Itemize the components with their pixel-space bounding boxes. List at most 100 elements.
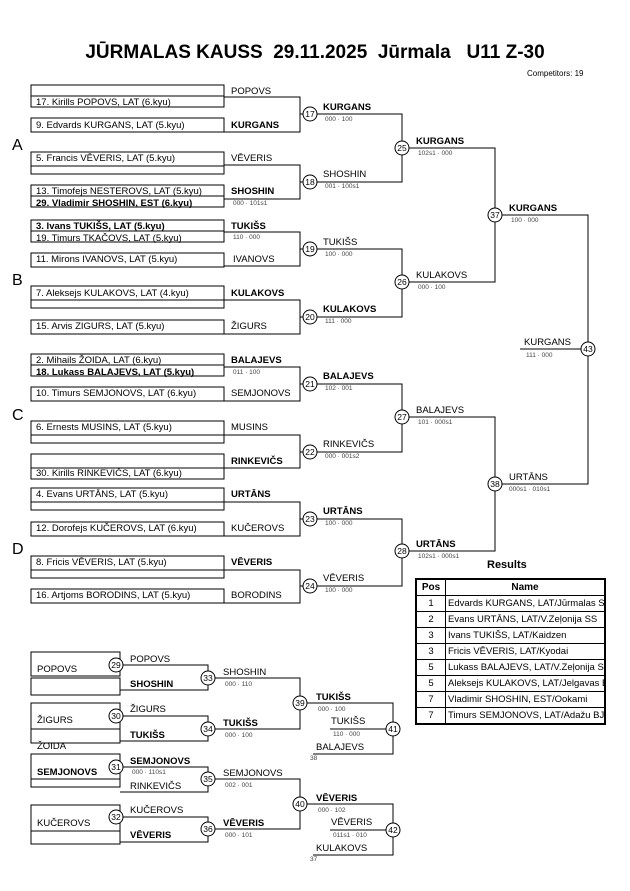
match-score: 000 · 001s2 [325, 453, 360, 460]
match-score: 110 · 000 [333, 731, 360, 738]
svg-text:31: 31 [111, 762, 121, 772]
match-41-marker: 41 [385, 721, 401, 737]
rep-name: ŽOIDA [37, 741, 67, 752]
round2-name: SHOSHIN [323, 169, 367, 180]
match-score: 102 · 001 [325, 385, 353, 392]
rep-name: SEMJONOVS [37, 767, 98, 778]
rep-name: VĒVERIS [316, 793, 358, 804]
match-score: 000 · 100 [225, 732, 253, 739]
round1-name: KURGANS [231, 120, 280, 131]
svg-text:42: 42 [388, 825, 398, 835]
rep-name: KUČEROVS [37, 818, 91, 829]
entry: 6. Ernests MUSINS, LAT (5.kyu) [36, 422, 172, 433]
match-37-marker: 37 [487, 207, 503, 223]
bronze-bottom-name: KULAKOVS [316, 843, 368, 854]
match-19-marker: 19 [302, 241, 318, 257]
pool-a-label: A [12, 137, 23, 154]
entry: 29. Vladimir SHOSHIN, EST (6.kyu) [36, 198, 193, 209]
match-32-marker: 32 [108, 809, 124, 825]
svg-text:29: 29 [111, 660, 121, 670]
round1-name: URTĀNS [231, 489, 271, 500]
svg-text:38: 38 [490, 479, 500, 489]
match-score: 100 · 000 [325, 520, 353, 527]
pool-b-label: B [12, 272, 23, 289]
match-34-marker: 34 [200, 721, 216, 737]
svg-text:40: 40 [295, 799, 305, 809]
rep-name: SHOSHIN [223, 667, 267, 678]
final-winner-name: KURGANS [524, 337, 571, 348]
rep-name: ŽIGURS [37, 715, 73, 726]
round1-name: IVANOVS [233, 254, 275, 265]
match-43-marker: 43 [580, 341, 596, 357]
round1-name: KULAKOVS [231, 288, 285, 299]
round1-name: POPOVS [231, 86, 272, 97]
svg-text:23: 23 [305, 514, 315, 524]
entry: 15. Arvis ZIGURS, LAT (5.kyu) [36, 321, 165, 332]
svg-text:17: 17 [305, 109, 315, 119]
competitor-count: Competitors: 19 [527, 69, 584, 78]
match-score: 100 · 000 [325, 587, 353, 594]
results-name: Timurs SEMJONOVS, LAT/Adažu BJSS [445, 707, 606, 725]
svg-text:18: 18 [305, 177, 315, 187]
entry: 10. Timurs SEMJONOVS, LAT (6.kyu) [36, 388, 197, 399]
svg-text:30: 30 [111, 711, 121, 721]
pool-d-label: D [12, 541, 24, 558]
svg-text:24: 24 [305, 581, 315, 591]
loser-ref: 38 [310, 755, 318, 762]
match-18-marker: 18 [302, 174, 318, 190]
match-20-marker: 20 [302, 309, 318, 325]
match-number-markers: 17 18 19 20 21 22 23 24 25 26 27 28 37 3… [108, 106, 596, 838]
entry: 11. Mirons IVANOVS, LAT (5.kyu) [36, 254, 178, 265]
svg-text:41: 41 [388, 724, 398, 734]
match-score: 111 · 000 [526, 352, 553, 359]
entry: 16. Artjoms BORODINS, LAT (5.kyu) [36, 590, 191, 601]
round3-name: KULAKOVS [416, 270, 468, 281]
match-score: 110 · 000 [233, 234, 260, 241]
bronze-top-name: TUKIŠS [331, 716, 366, 727]
round1-name: BORODINS [231, 590, 282, 601]
rep-name: ŽIGURS [130, 704, 166, 715]
match-score: 000 · 100 [318, 706, 346, 713]
bronze-top-name: VĒVERIS [331, 817, 373, 828]
round2-name: VĒVERIS [323, 573, 365, 584]
svg-text:32: 32 [111, 812, 121, 822]
entry: 4. Evans URTĀNS, LAT (5.kyu) [36, 489, 168, 500]
match-21-marker: 21 [302, 376, 318, 392]
round3-name: KURGANS [416, 136, 465, 147]
round1-name: RINKEVIČS [231, 456, 283, 467]
match-36-marker: 36 [200, 821, 216, 837]
match-25-marker: 25 [394, 140, 410, 156]
round1-name: SEMJONOVS [231, 388, 291, 399]
round3-name: URTĀNS [416, 539, 456, 550]
svg-text:21: 21 [305, 379, 315, 389]
loser-ref: 37 [310, 856, 318, 863]
svg-text:34: 34 [203, 724, 213, 734]
match-score: 000 · 101s1 [233, 200, 268, 207]
round1-name: VĒVERIS [231, 557, 273, 568]
match-31-marker: 31 [108, 759, 124, 775]
rep-name: POPOVS [37, 664, 78, 675]
match-score: 101 · 000s1 [418, 419, 453, 426]
entry: 8. Fricis VĒVERIS, LAT (5.kyu) [36, 557, 167, 568]
match-score: 000 · 100 [418, 284, 446, 291]
match-28-marker: 28 [394, 543, 410, 559]
match-score: 000 · 100 [325, 116, 353, 123]
rep-name: TUKIŠS [130, 730, 165, 741]
match-29-marker: 29 [108, 657, 124, 673]
round3-name: BALAJEVS [416, 405, 465, 416]
round2-name: RINKEVIČS [323, 439, 375, 450]
round1-name: ŽIGURS [231, 321, 267, 332]
match-27-marker: 27 [394, 409, 410, 425]
svg-text:26: 26 [397, 277, 407, 287]
entry: 9. Edvards KURGANS, LAT (5.kyu) [36, 120, 185, 131]
rep-name: SHOSHIN [130, 679, 174, 690]
svg-text:39: 39 [295, 698, 305, 708]
rep-name: VĒVERIS [223, 818, 265, 829]
match-score: 000s1 · 010s1 [509, 486, 551, 493]
svg-text:22: 22 [305, 447, 315, 457]
round1-name: BALAJEVS [231, 355, 282, 366]
